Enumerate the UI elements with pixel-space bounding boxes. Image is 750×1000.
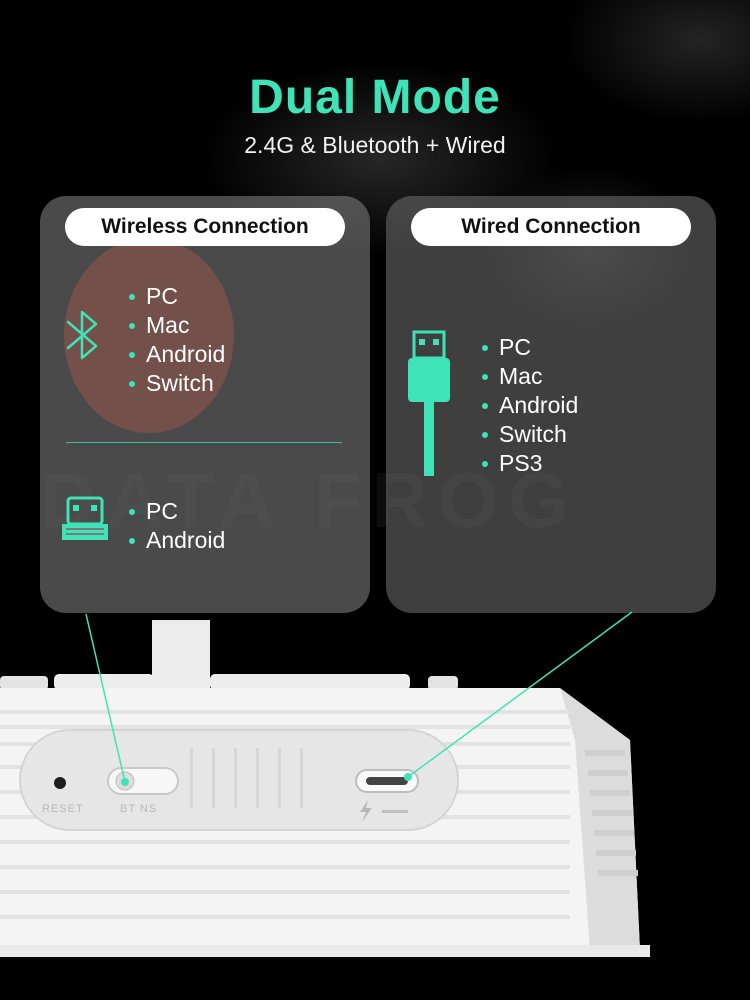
dongle-device-list: PC Android [128,497,225,555]
list-item: Android [128,340,225,369]
page-title: Dual Mode [249,71,501,124]
mode-label: BT NS [120,803,158,815]
list-item: Android [481,391,578,420]
wired-panel-title: Wired Connection [411,208,691,246]
list-item: Switch [128,369,225,398]
wired-panel: Wired Connection PC Mac Android Switch P… [386,196,716,613]
usb-dongle-icon [62,496,108,540]
list-item: Mac [128,311,225,340]
list-item: PC [128,497,225,526]
charge-icon [360,800,372,822]
reset-hole [54,777,66,789]
controller-device [0,620,650,957]
section-divider [66,442,342,443]
list-item: Switch [481,420,578,449]
list-item: Mac [481,362,578,391]
background-knob [64,238,234,433]
bluetooth-device-list: PC Mac Android Switch [128,282,225,398]
list-item: PC [128,282,225,311]
reset-label: RESET [42,803,84,815]
usb-cable-icon [408,330,450,476]
wired-device-list: PC Mac Android Switch PS3 [481,333,578,478]
wireless-panel-title: Wireless Connection [65,208,345,246]
usb-symbol-icon [382,810,408,813]
wireless-panel: Wireless Connection PC Mac Android Switc… [40,196,370,613]
list-item: PS3 [481,449,578,478]
list-item: PC [481,333,578,362]
list-item: Android [128,526,225,555]
page-subtitle: 2.4G & Bluetooth + Wired [244,132,506,158]
bluetooth-icon [66,310,98,360]
